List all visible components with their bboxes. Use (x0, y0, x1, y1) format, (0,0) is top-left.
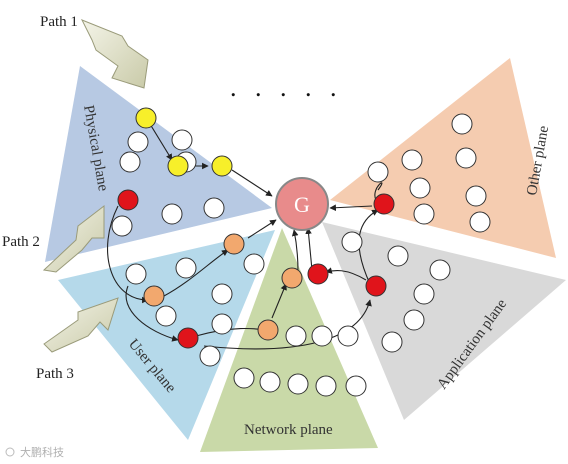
node-white (125, 263, 147, 285)
node-white (119, 151, 141, 173)
edge (358, 209, 379, 285)
node-white (401, 149, 423, 171)
edge (374, 182, 383, 201)
path3-label: Path 3 (36, 366, 74, 382)
node-white (381, 331, 403, 353)
edge (149, 123, 173, 161)
node-white (127, 131, 149, 153)
node-white (211, 313, 233, 335)
node-white (345, 375, 367, 397)
node-red (177, 327, 199, 349)
path2-label: Path 2 (2, 234, 40, 250)
node-red (307, 263, 329, 285)
application-plane-region (322, 222, 566, 420)
path1-label: Path 1 (40, 14, 78, 30)
edge (107, 205, 149, 304)
node-white (311, 325, 333, 347)
node-white (243, 253, 265, 275)
user-plane-region (58, 230, 275, 440)
node-white (367, 161, 389, 183)
center-node-label: G (294, 192, 310, 217)
node-white (341, 231, 363, 253)
node-white (171, 129, 193, 151)
node-white (429, 259, 451, 281)
edge (305, 227, 313, 271)
edge (125, 285, 179, 342)
edge (231, 169, 273, 197)
node-white (199, 345, 221, 367)
edge (247, 219, 277, 239)
path2-pointer-arrow (42, 204, 105, 273)
node-white (233, 367, 255, 389)
node-orange (223, 233, 245, 255)
node-white (413, 203, 435, 225)
node-white (337, 325, 359, 347)
node-white (287, 373, 309, 395)
node-white (155, 305, 177, 327)
node-white (203, 197, 225, 219)
edge (271, 283, 287, 319)
node-white (161, 203, 183, 225)
node-white (315, 375, 337, 397)
node-red (117, 189, 139, 211)
node-yellow (167, 155, 189, 177)
node-orange (281, 267, 303, 289)
node-white (387, 245, 409, 267)
node-white (451, 113, 473, 135)
node-white (413, 283, 435, 305)
path1-pointer-arrow (80, 19, 149, 89)
node-yellow (211, 155, 233, 177)
node-white (285, 325, 307, 347)
node-white (211, 283, 233, 305)
path3-pointer-arrow (43, 297, 119, 353)
plane-nodes (111, 107, 491, 397)
node-white (469, 211, 491, 233)
node-red (373, 193, 395, 215)
node-white (455, 147, 477, 169)
node-orange (257, 319, 279, 341)
node-white (111, 215, 133, 237)
network-plane-label: Network plane (244, 422, 333, 438)
node-white (175, 257, 197, 279)
node-white (409, 177, 431, 199)
node-red (365, 275, 387, 297)
watermark-logo-icon (5, 447, 15, 457)
node-orange (143, 285, 165, 307)
edge (291, 229, 299, 273)
edge (329, 204, 373, 212)
node-white (403, 309, 425, 331)
node-white (465, 185, 487, 207)
node-yellow (135, 107, 157, 129)
ellipsis-dots: . . . . . (230, 73, 343, 102)
other-plane-region (330, 58, 556, 258)
edge (163, 249, 229, 297)
watermark: 大鹏科技 (5, 445, 64, 459)
watermark-text: 大鹏科技 (20, 445, 64, 459)
node-white (259, 371, 281, 393)
center-node-g (275, 177, 329, 231)
